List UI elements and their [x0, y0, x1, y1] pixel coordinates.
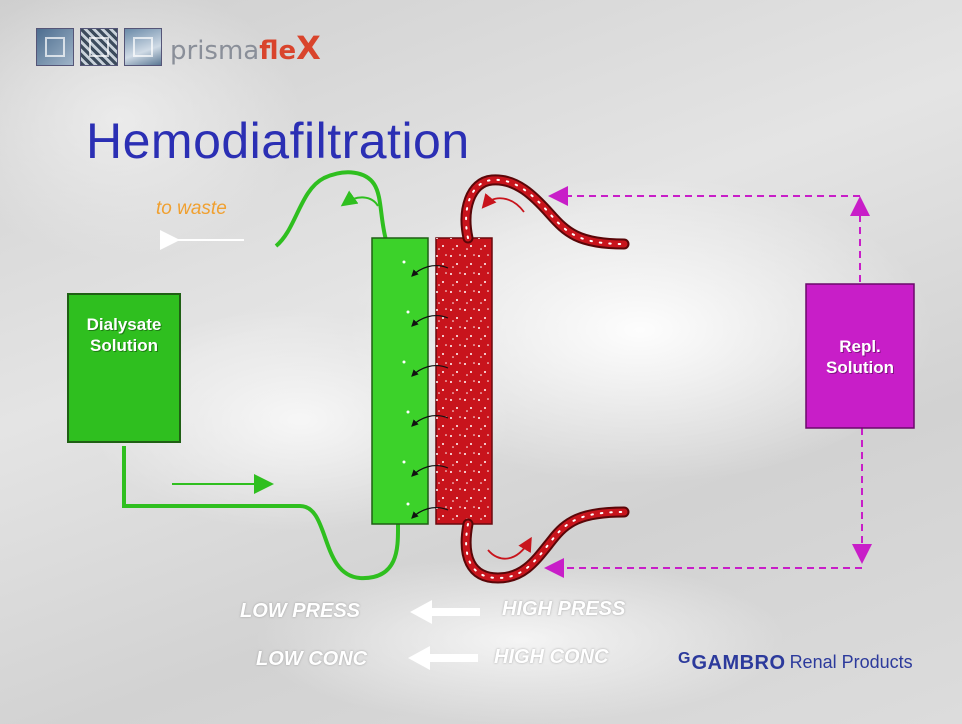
blood-line-top	[460, 174, 630, 250]
high-press-label: HIGH PRESS	[502, 598, 626, 620]
gambro-mark-icon: G	[678, 650, 691, 667]
low-press-label: LOW PRESS	[240, 600, 361, 622]
dialysate-box	[67, 293, 181, 443]
dialysate-label: Dialysate Solution	[86, 315, 162, 355]
blood-cells-texture	[436, 238, 492, 524]
diffusion-arrows	[402, 260, 449, 519]
device-thumbnail-icon	[124, 28, 162, 66]
high-conc-label: HIGH CONC	[494, 646, 609, 668]
replacement-label: Repl. Solution	[826, 337, 894, 377]
gradient-arrows	[408, 600, 480, 670]
effluent-flow-arrow	[340, 190, 379, 207]
blood-line-bottom	[460, 506, 630, 584]
dialysate-line	[122, 446, 401, 581]
header-logo: prismafleX	[36, 28, 321, 66]
replacement-lines	[544, 186, 872, 578]
circuit-thumbnail-icon	[80, 28, 118, 66]
filter-dialysate-compartment	[371, 237, 429, 525]
gambro-logo: G GAMBRO Renal Products	[678, 650, 913, 675]
low-conc-label: LOW CONC	[256, 648, 368, 670]
brand-name: prismafleX	[170, 29, 321, 67]
to-waste-label: to waste	[156, 198, 227, 219]
gambro-company: GAMBRO	[691, 652, 786, 674]
page-title: Hemodiafiltration	[86, 113, 470, 169]
gambro-division: Renal Products	[789, 652, 913, 672]
replacement-solution-box	[805, 283, 915, 429]
monitor-thumbnail-icon	[36, 28, 74, 66]
effluent-line	[274, 170, 388, 248]
